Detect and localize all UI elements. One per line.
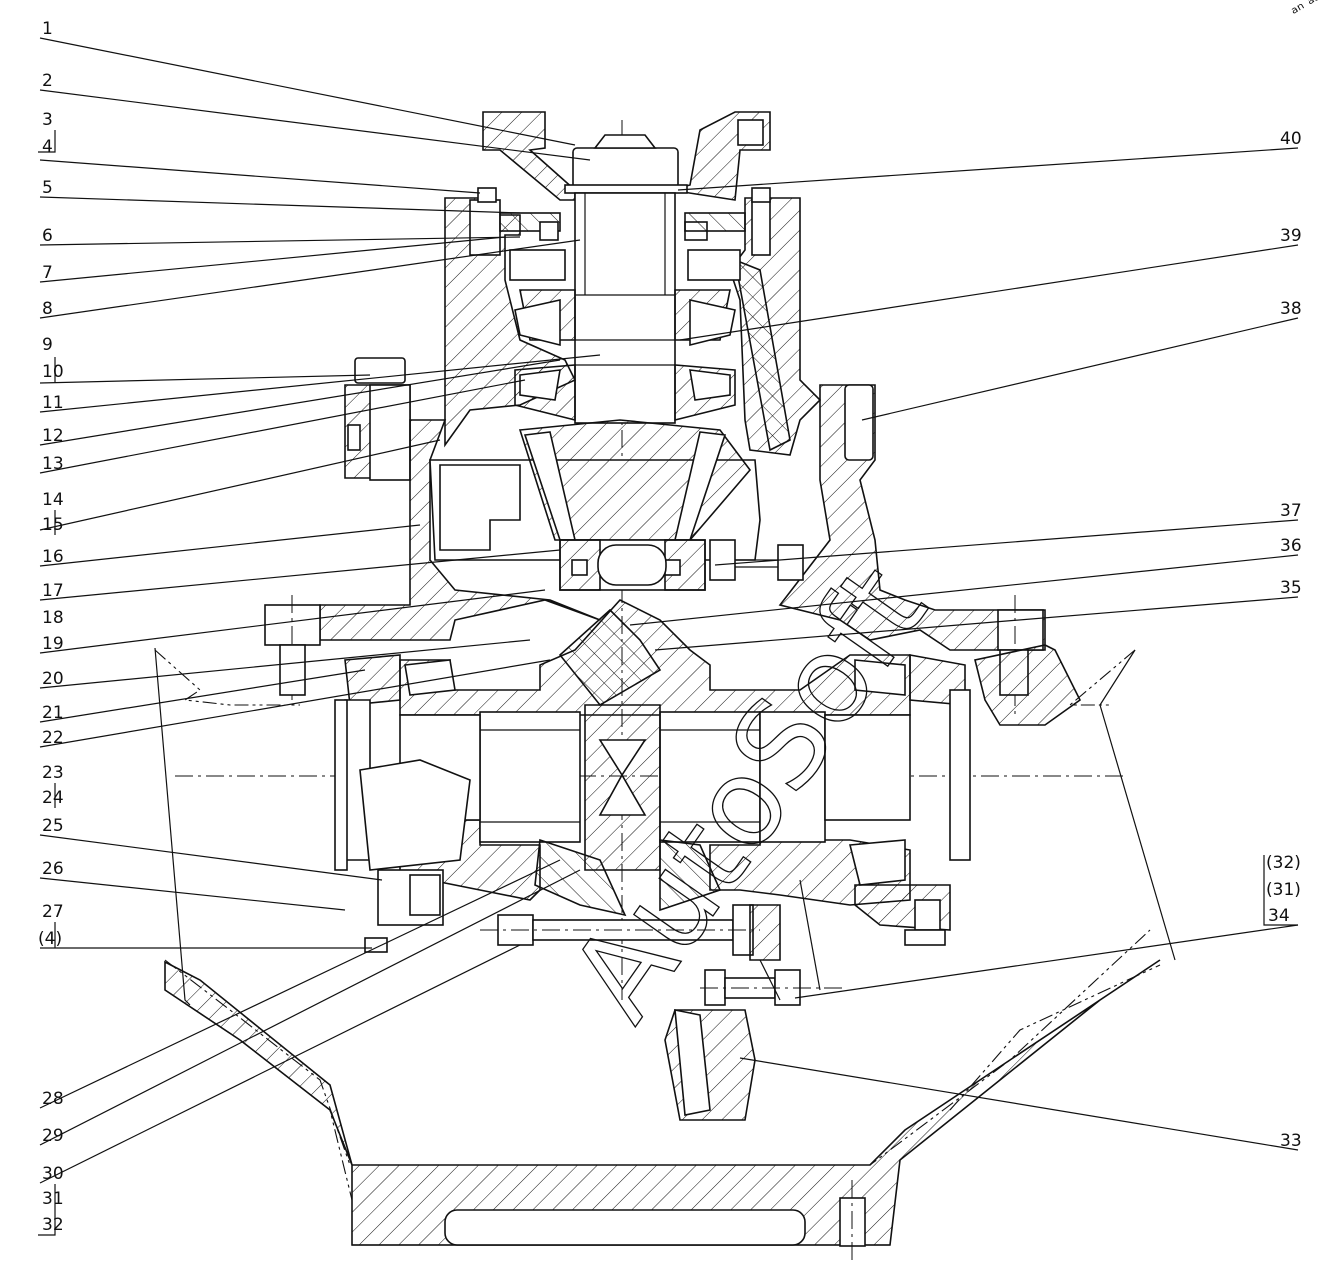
callout-25: 25 (42, 816, 64, 836)
axle-housing-outline (154, 647, 1176, 1260)
callout-10: 10 (42, 362, 64, 382)
leader-lines-left (39, 37, 601, 1184)
callout-14: 14 (42, 490, 64, 510)
callout-33: 33 (1280, 1131, 1302, 1151)
drive-pinion-gear (518, 419, 804, 591)
callout-29: 29 (42, 1126, 64, 1146)
corner-mark: ᵃⁿ ᵃᵃᵃ (1288, 0, 1320, 23)
callouts-right: 40 39 38 37 36 35 (32) (31) 34 33 (1263, 129, 1302, 1151)
callout-27: 27 (42, 902, 64, 922)
callout-38: 38 (1280, 299, 1302, 319)
callout-21: 21 (42, 703, 64, 723)
callout-5: 5 (42, 178, 53, 198)
callout-1: 1 (42, 19, 53, 39)
lower-fasteners (480, 879, 845, 1121)
callout-24: 24 (42, 788, 64, 808)
callout-37: 37 (1280, 501, 1302, 521)
callout-9: 9 (42, 335, 53, 355)
callout-13: 13 (42, 454, 64, 474)
pinion-cage (444, 187, 822, 456)
side-bearings (334, 654, 971, 953)
callout-26: 26 (42, 859, 64, 879)
callout-4: 4 (42, 137, 53, 157)
callout-23: 23 (42, 763, 64, 783)
callout-30: 30 (42, 1164, 64, 1184)
callout-17: 17 (42, 581, 64, 601)
callout-6: 6 (42, 226, 53, 246)
callout-28: 28 (42, 1089, 64, 1109)
leader-lines-right (629, 147, 1299, 1151)
callout-19: 19 (42, 634, 64, 654)
callout-32-paren: (32) (1266, 853, 1301, 873)
callout-2: 2 (42, 71, 53, 91)
pinion-shaft (564, 134, 688, 424)
callout-31-paren: (31) (1266, 880, 1301, 900)
callout-12: 12 (42, 426, 64, 446)
callout-40: 40 (1280, 129, 1302, 149)
callout-18: 18 (42, 608, 64, 628)
callout-35: 35 (1280, 578, 1302, 598)
callout-39: 39 (1280, 226, 1302, 246)
callout-32: 32 (42, 1215, 64, 1235)
callout-22: 22 (42, 728, 64, 748)
callouts-left: 1 2 3 4 5 6 7 8 9 10 11 12 13 14 15 16 1… (38, 19, 64, 1236)
callout-7: 7 (42, 263, 53, 283)
callout-31: 31 (42, 1189, 64, 1209)
callout-11: 11 (42, 393, 64, 413)
callout-16: 16 (42, 547, 64, 567)
callout-20: 20 (42, 669, 64, 689)
callout-15: 15 (42, 515, 64, 535)
callout-34: 34 (1268, 906, 1290, 926)
callout-36: 36 (1280, 536, 1302, 556)
callout-8: 8 (42, 299, 53, 319)
callout-4-paren: (4) (38, 929, 62, 949)
callout-3: 3 (42, 110, 53, 130)
